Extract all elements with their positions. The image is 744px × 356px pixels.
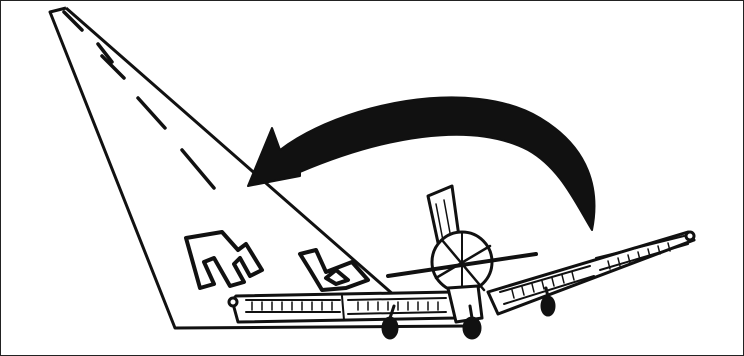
airplane-right-wing: [488, 232, 694, 314]
runway-digit-6-glyph: [300, 250, 368, 290]
airplane: [229, 186, 694, 338]
runway-number-marking: [186, 232, 368, 290]
airplane-right-wingtip: [686, 232, 694, 240]
runway-letter-m-glyph: [186, 232, 262, 288]
turn-arrow-icon: [248, 97, 594, 230]
airplane-left-wing: [232, 292, 456, 322]
airplane-left-wingtip: [229, 298, 237, 306]
runway-centerline-dashes: [64, 12, 214, 188]
